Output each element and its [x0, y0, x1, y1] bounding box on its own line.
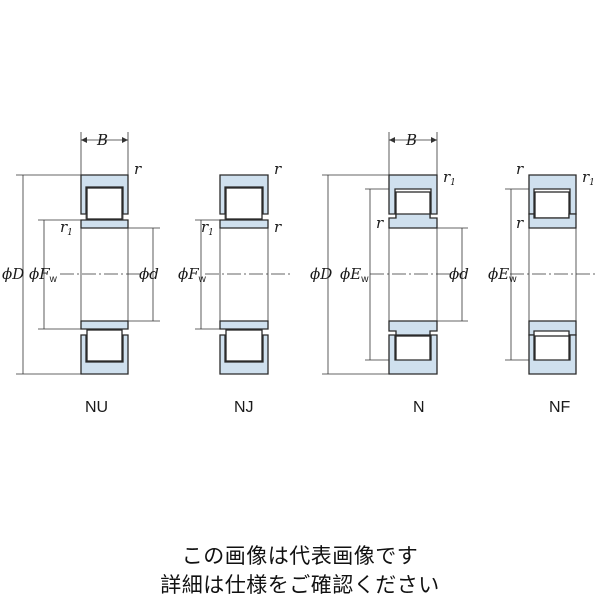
bearing-nf	[505, 174, 598, 375]
nu-outer-ring-bottom	[80, 334, 129, 375]
nf-roller-top	[534, 191, 570, 219]
nf-r-mid-label: r	[516, 214, 524, 232]
nu-roller-top	[86, 187, 123, 220]
nj-fw-label: ϕFw	[178, 265, 207, 285]
n-roller-bottom	[395, 335, 431, 363]
bearing-nj	[195, 174, 290, 375]
nu-roller-bottom	[86, 329, 123, 362]
nf-inner-ring-top	[528, 213, 577, 229]
n-inner-ring-top	[388, 213, 438, 229]
bearing-diagram: B r r1 ϕD ϕFw ϕd NU r r r1 ϕFw NJ B r1 r…	[2, 131, 598, 416]
n-outer-ring-bottom	[388, 334, 438, 375]
n-bore-label: ϕd	[449, 265, 469, 283]
nf-r-top-label: r	[516, 160, 524, 178]
caption-line-1: この画像は代表画像です	[181, 544, 419, 568]
nj-r1-label: r1	[201, 218, 214, 238]
nj-inner-ring-top	[219, 219, 269, 229]
variant-nu-label: NU	[85, 399, 108, 416]
nj-roller-bottom	[225, 329, 263, 362]
variant-n-label: N	[413, 399, 425, 416]
nf-r1-label: r1	[582, 168, 595, 188]
caption-line-2: 詳細は仕様をご確認ください	[160, 573, 440, 597]
n-r-label: r	[376, 214, 384, 232]
variant-nj-label: NJ	[234, 399, 254, 416]
nu-r-label: r	[134, 160, 142, 178]
nu-inner-ring-bottom	[80, 320, 129, 330]
nj-roller-top	[225, 187, 263, 220]
n-r1-label: r1	[443, 168, 456, 188]
bearing-n	[322, 132, 468, 375]
nu-outer-diameter-label: ϕD	[2, 265, 24, 283]
nf-inner-ring-bottom	[528, 320, 577, 336]
nj-outer-ring-bottom	[219, 334, 269, 375]
nf-roller-bottom	[534, 335, 570, 363]
nf-outer-ring-bottom	[528, 334, 577, 375]
n-width-label: B	[405, 131, 417, 149]
nu-inner-ring-top	[80, 219, 129, 229]
bearing-nu	[16, 132, 160, 375]
nu-r1-label: r1	[60, 218, 73, 238]
nj-inner-ring-bottom	[219, 320, 269, 330]
nu-outer-ring-top	[80, 174, 129, 215]
n-ew-label: ϕEw	[340, 265, 369, 285]
nu-width-label: B	[96, 131, 108, 149]
nj-r-mid-label: r	[274, 218, 282, 236]
n-outer-ring-top	[388, 174, 438, 215]
n-outer-diameter-label: ϕD	[310, 265, 332, 283]
nj-r-top-label: r	[274, 160, 282, 178]
n-inner-ring-bottom	[388, 320, 438, 336]
nu-bore-label: ϕd	[139, 265, 159, 283]
nj-outer-ring-top	[219, 174, 269, 215]
nf-ew-label: ϕEw	[488, 265, 517, 285]
variant-nf-label: NF	[549, 399, 571, 416]
nu-fw-label: ϕFw	[29, 265, 58, 285]
